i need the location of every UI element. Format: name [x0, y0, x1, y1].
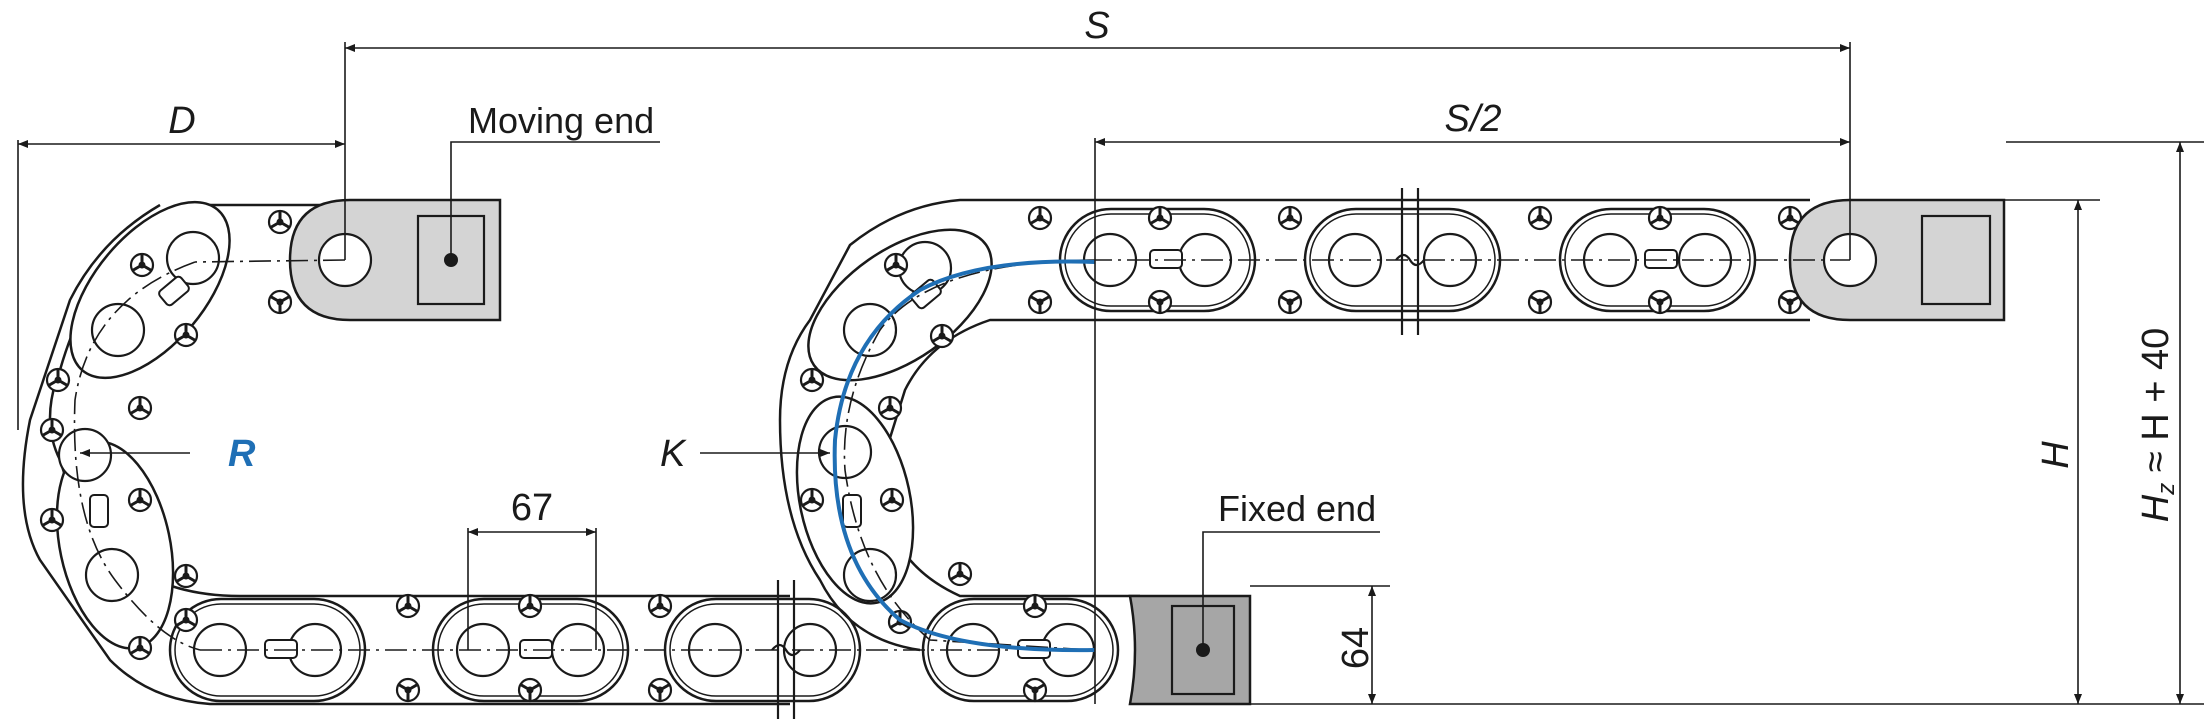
height-label: H [2035, 441, 2077, 469]
moving-end-bracket-right [1788, 198, 2006, 322]
travel-label: S [1084, 5, 1109, 47]
pitch-label: 67 [511, 487, 553, 529]
total-height-label: Hz ≈ H + 40 [2135, 328, 2180, 522]
offset-label: D [168, 100, 195, 142]
moving-end-bracket-left [288, 198, 502, 322]
loop-clearance-label: K [660, 433, 687, 475]
bracket-height-label: 64 [1335, 627, 1377, 669]
moving-end-label: Moving end [468, 100, 654, 141]
fixed-end-bracket [1128, 594, 1252, 706]
dimension-lines [17, 42, 2204, 705]
centre-lines [73, 259, 1850, 651]
bend-radius-arc [832, 259, 1096, 653]
fixed-end-label: Fixed end [1218, 488, 1376, 529]
left-curve-links [55, 200, 231, 650]
bend-radius-label: R [228, 433, 256, 475]
right-carrier [778, 198, 1810, 703]
half-travel-label: S/2 [1444, 98, 1501, 140]
break-markers [771, 188, 1425, 719]
